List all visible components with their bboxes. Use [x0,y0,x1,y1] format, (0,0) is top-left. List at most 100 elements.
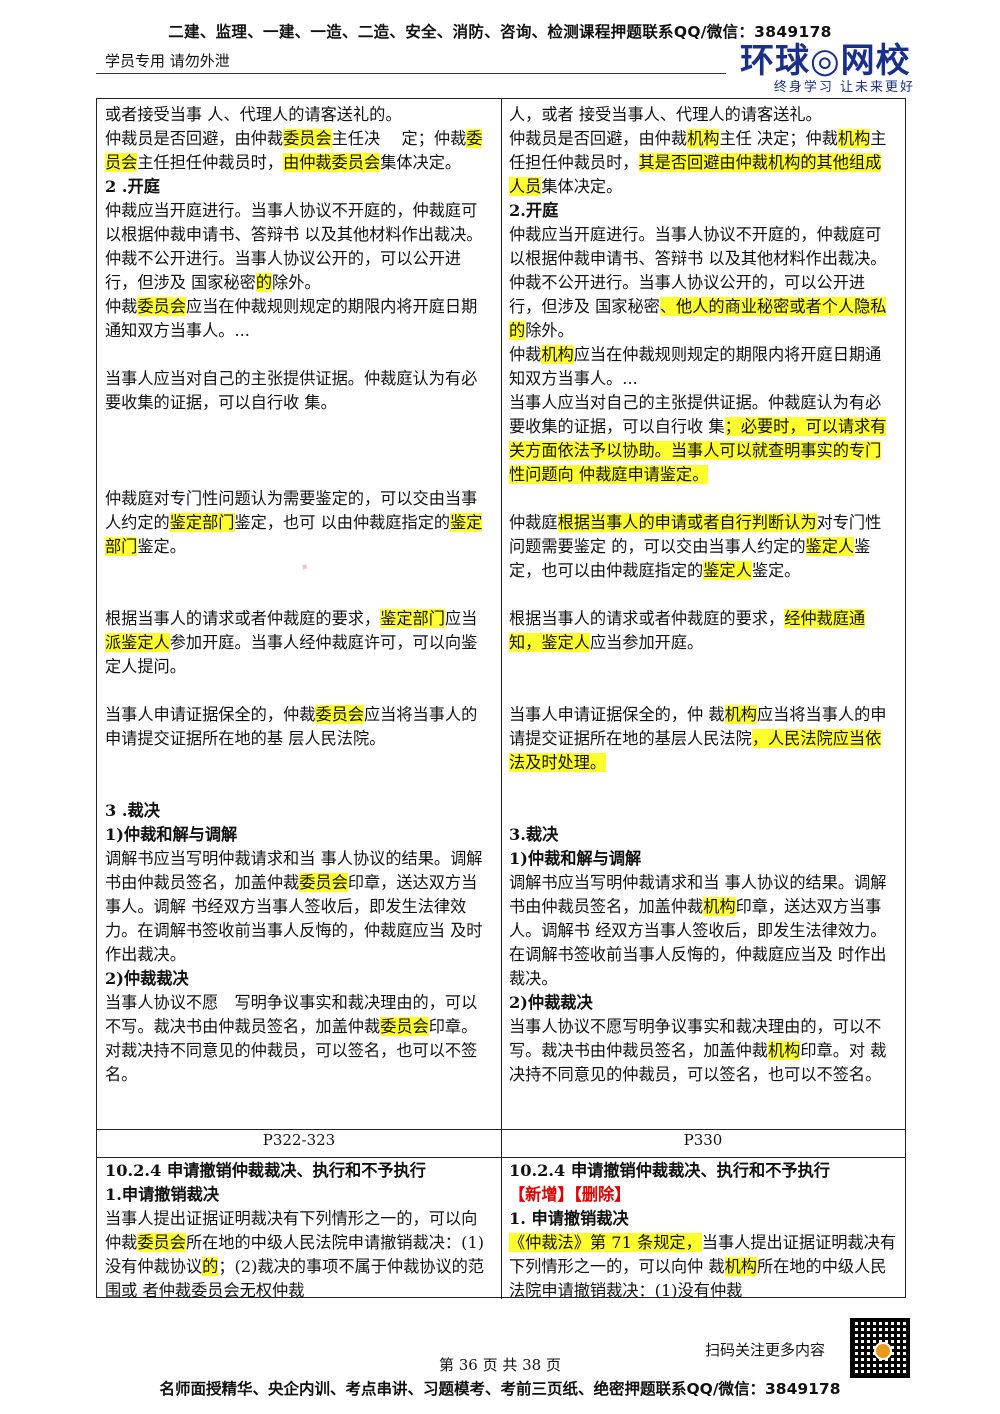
text-run: 应当将当事人的申请提交证据所在地的基 层人民法院。 [105,705,478,748]
column-divider [501,99,502,1299]
paragraph: 10.2.4 申请撤销仲裁裁决、执行和不予执行 [105,1159,493,1183]
paragraph: 2 .开庭 [105,175,493,199]
highlighted-text: 机构 [768,1041,801,1060]
paragraph [509,679,897,703]
text-run [509,489,514,508]
paragraph [105,439,493,463]
text-run: 人，或者 接受当事人、代理人的请客送礼。 [509,105,822,124]
text-run: 当事人申请证据保全的，仲裁 [105,705,316,724]
highlighted-text: 委员会 [299,873,348,892]
highlighted-text: 根据当事人的申请或者自行判断认为 [557,513,817,532]
highlighted-text: 鉴定人 [805,537,855,556]
left-column-old-text: 或者接受当事 人、代理人的请客送礼的。仲裁员是否回避，由仲裁委员会主任决 定；仲… [105,103,493,1087]
right-column-new-text: 人，或者 接受当事人、代理人的请客送礼。仲裁员是否回避，由仲裁机构主任 决定；仲… [509,103,897,1087]
paragraph: 【新增】【删除】 [509,1183,897,1207]
paragraph [105,583,493,607]
text-run: 应当在仲裁规则规定的期限内将开庭日期通知双方当事人。... [509,345,882,388]
text-run [105,561,110,580]
highlighted-text: 《仲裁法》第 71 条规定， [509,1233,702,1252]
row-divider [97,1157,905,1158]
text-run: 当事人应当对自己的主张提供证据。仲裁庭认为有必要收集的证据，可以自行收 集。 [105,369,478,412]
text-run: 当事人申请证据保全的，仲 裁 [509,705,725,724]
paragraph [105,415,493,439]
text-run: 所在地的中级人民法院申请撤销裁决：(1)没有仲裁 [509,1257,887,1300]
text-run: 印章。对 裁决持不同意见的仲裁员，可以签名，也可以不签名。 [509,1041,887,1084]
text-run: 集体决定。 [541,177,623,196]
highlighted-text: 的 [255,273,273,292]
text-run: 仲裁员是否回避，由仲裁 [105,129,284,148]
text-run: 应当参加开庭。 [589,633,704,652]
top-banner: 二建、监理、一建、一造、二造、安全、消防、咨询、检测课程押题联系QQ/微信：38… [168,23,832,41]
paragraph [509,487,897,511]
text-run: 应当将当事人的申请提交证据所在地的基层人民法院 [509,705,887,748]
text-run [105,441,110,460]
text-run [105,753,110,772]
paragraph: 调解书应当写明仲裁请求和当 事人协议的结果。调解书由仲裁员签名，加盖仲裁委员会印… [105,847,493,967]
paragraph: 当事人协议不愿 写明争议事实和裁决理由的，可以不写。裁决书由仲裁员签名，加盖仲裁… [105,991,493,1087]
text-run [105,585,110,604]
text-run [509,681,514,700]
highlighted-text: 鉴定人 [703,561,752,580]
text-run: 3.裁决 [509,825,559,844]
text-run: 根据当事人的请求或者仲裁庭的要求， [509,609,785,628]
text-run: 10.2.4 申请撤销仲裁裁决、执行和不予执行 [509,1161,830,1180]
highlighted-text: 委员会 [315,705,364,724]
logo-brand: 环球◎网校 [740,41,911,81]
logo-slogan: 终身学习 让未来更好 [773,80,915,95]
paragraph: 调解书应当写明仲裁请求和当 事人协议的结果。调解书由仲裁员签名，加盖仲裁机构印章… [509,871,897,991]
text-run: 1)仲裁和解与调解 [509,849,642,868]
highlighted-text: 的 [202,1257,219,1276]
text-run: 除外。 [272,273,321,292]
logo: 环球◎网校 终身学习 让未来更好 [740,42,915,96]
text-run: 应当 [444,609,478,628]
paragraph: 仲裁机构应当在仲裁规则规定的期限内将开庭日期通知双方当事人。... [509,343,897,391]
paragraph: 1.申请撤销裁决 [105,1183,493,1207]
qr-logo-icon [874,1342,892,1360]
bottom-banner: 名师面授精华、央企内训、考点串讲、习题模考、考前三页纸、绝密押题联系QQ/微信：… [159,1380,841,1398]
paragraph [509,775,897,799]
highlighted-text: 机构 [687,129,720,148]
text-run: 主任 决定；仲裁 [719,129,838,148]
text-run: 当事人提出证据证明裁决有下列情形之一的，可以向仲裁 [105,1209,478,1252]
text-run: 除外。 [525,321,574,340]
text-run: 调解书应当写明仲裁请求和当 事人协议的结果。调解书由仲裁员签名，加盖仲裁 [509,873,887,916]
text-run [105,681,110,700]
paragraph: 2)仲裁裁决 [509,991,897,1015]
text-run [105,777,110,796]
text-run: 仲裁应当开庭进行。当事人协议不开庭的，仲裁庭可以根据仲裁申请书、答辩书 以及其他… [105,201,483,292]
text-run: 所在地的中级人民法院申请撤销裁决：(1)没有仲裁协议 [105,1233,485,1276]
text-run: ；(2)裁决的事项不属于仲裁协议的范围或 者仲裁委员会无权仲裁 [105,1257,485,1300]
text-run: 根据当事人的请求或者仲裁庭的要求， [105,609,381,628]
page-ref-left: P322-323 [262,1131,336,1149]
text-run [509,801,514,820]
comparison-table: 或者接受当事 人、代理人的请客送礼的。仲裁员是否回避，由仲裁委员会主任决 定；仲… [96,98,906,1300]
paragraph: 当事人申请证据保全的，仲 裁机构应当将当事人的申请提交证据所在地的基层人民法院，… [509,703,897,775]
paragraph: 1)仲裁和解与调解 [105,823,493,847]
highlighted-text: 委员会 [283,129,332,148]
highlighted-text: 委员会 [137,297,186,316]
header-rule [96,73,726,74]
scan-note: 扫码关注更多内容 [705,1341,826,1359]
text-run: 参加开庭。当事人经仲裁庭许可，可以向鉴定人提问。 [105,633,478,676]
text-run [105,345,110,364]
paragraph: 根据当事人的请求或者仲裁庭的要求，鉴定部门应当派鉴定人参加开庭。当事人经仲裁庭许… [105,607,493,679]
paragraph: 1)仲裁和解与调解 [509,847,897,871]
text-run [509,585,514,604]
paragraph [105,679,493,703]
text-run: 【新增】【删除】 [509,1185,631,1204]
text-run: 印章。 对裁决持不同意见的仲裁员，可以签名，也可以不签名。 [105,1017,483,1084]
paragraph: 仲裁委员会应当在仲裁规则规定的期限内将开庭日期通知双方当事人。... [105,295,493,343]
text-run: 仲裁 [105,297,138,316]
paragraph: 仲裁庭根据当事人的申请或者自行判断认为对专门性问题需要鉴定 的，可以交由当事人约… [509,511,897,583]
text-run: 或者接受当事 人、代理人的请客送礼的。 [105,105,402,124]
paragraph: 当事人应当对自己的主张提供证据。仲裁庭认为有必要收集的证据，可以自行收 集；必要… [509,391,897,487]
text-run: 主任担任仲裁员时， [137,153,284,172]
highlighted-text: 鉴定部门 [380,609,445,628]
paragraph: 2.开庭 [509,199,897,223]
text-run: 主任担任仲裁员时， [509,129,887,172]
text-run: 1. 申请撤销裁决 [509,1209,629,1228]
paragraph: 仲裁员是否回避，由仲裁委员会主任决 定；仲裁委员会主任担任仲裁员时，由仲裁委员会… [105,127,493,175]
text-run: 鉴定，也可以由仲裁庭指定的 [509,537,871,580]
highlighted-text: 机构 [541,345,574,364]
